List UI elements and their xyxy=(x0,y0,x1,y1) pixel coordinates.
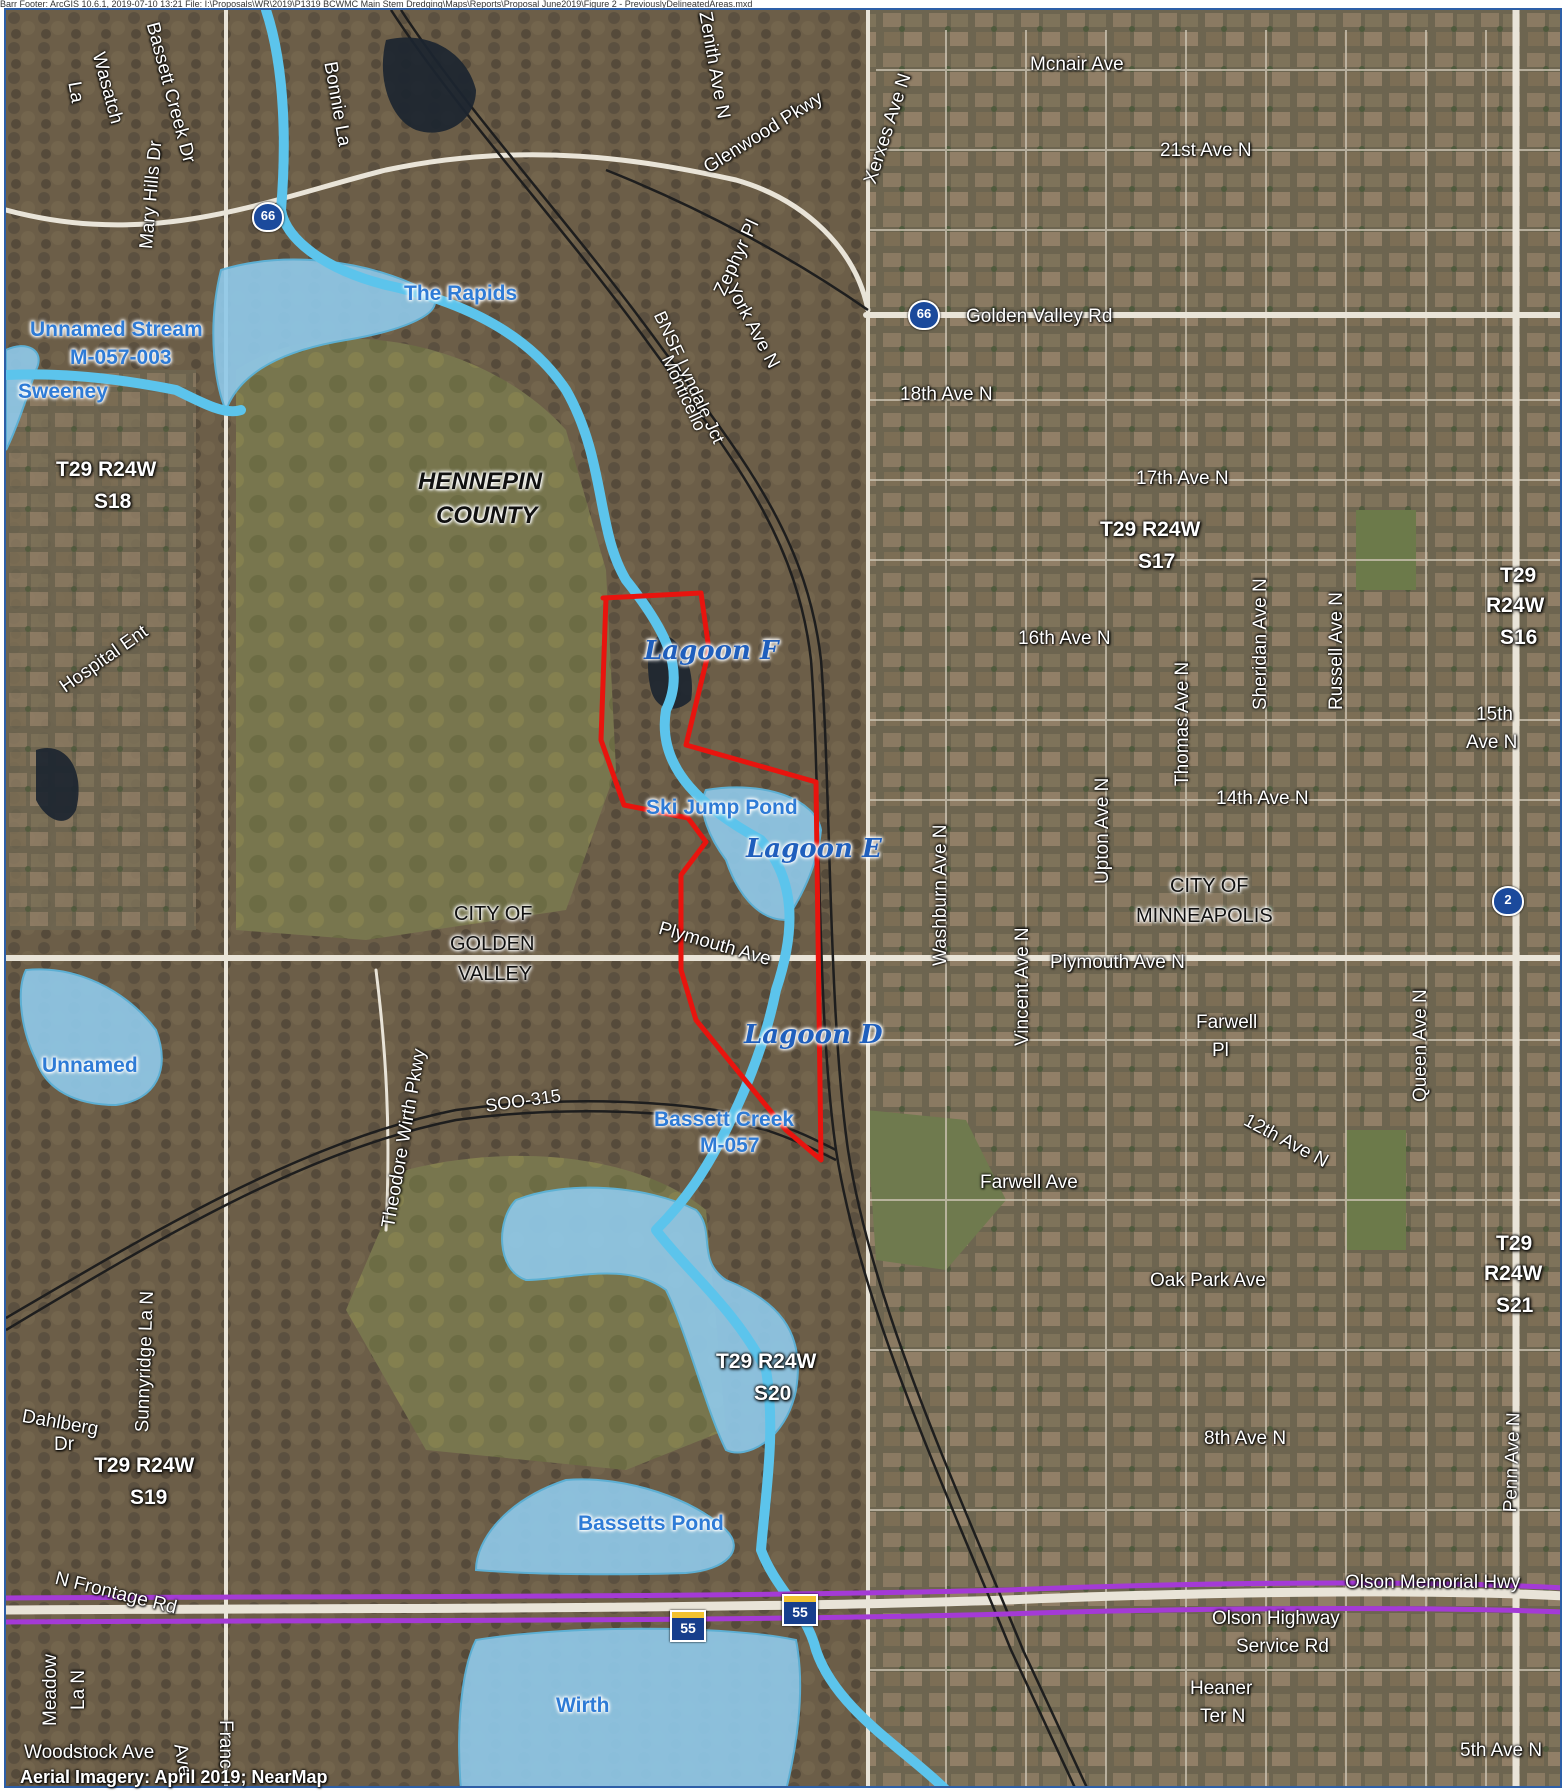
road-label-service-rd: Service Rd xyxy=(1236,1636,1329,1657)
road-label-sheridan-ave-n: Sheridan Ave N xyxy=(1250,578,1271,710)
road-label-franc: Franc xyxy=(215,1720,236,1769)
county-label-line1: HENNEPIN xyxy=(418,468,543,495)
road-label-pl: Pl xyxy=(1212,1040,1229,1061)
plss-label-s19: S19 xyxy=(130,1486,168,1509)
water-label-unnamed: Unnamed xyxy=(42,1054,138,1077)
road-label-18th-ave-n: 18th Ave N xyxy=(900,384,993,405)
road-label-farwell-ave: Farwell Ave xyxy=(980,1172,1078,1193)
road-label-farwell: Farwell xyxy=(1196,1012,1258,1033)
road-label-17th-ave-n: 17th Ave N xyxy=(1136,468,1229,489)
road-label-woodstock-ave: Woodstock Ave xyxy=(24,1742,155,1763)
road-label-15th: 15th xyxy=(1476,704,1513,725)
water-label-sweeney: Sweeney xyxy=(18,380,108,403)
road-label-upton-ave-n: Upton Ave N xyxy=(1092,777,1113,884)
road-label-8th-ave-n: 8th Ave N xyxy=(1204,1428,1287,1449)
plss-label-s20: S20 xyxy=(754,1382,792,1405)
route-66-shield-west: 66 xyxy=(252,202,284,232)
road-label-21st-ave-n: 21st Ave N xyxy=(1160,140,1252,161)
water-label-m-057: M-057 xyxy=(700,1134,760,1157)
water-label-bassett-creek: Bassett Creek xyxy=(654,1108,795,1131)
plss-label-t29-r24w-s17-township: T29 R24W xyxy=(1100,518,1201,541)
water-label-ski-jump-pond: Ski Jump Pond xyxy=(646,796,798,819)
route-66-shield-east: 66 xyxy=(908,300,940,330)
lagoon-label-e: Lagoon E xyxy=(746,834,882,864)
lagoon-label-f: Lagoon F xyxy=(644,636,779,666)
map-canvas xyxy=(6,10,1560,1786)
plss-label-t29-r24w-s18-township: T29 R24W xyxy=(56,458,157,481)
road-label-5th-ave-n: 5th Ave N xyxy=(1460,1740,1543,1761)
plss-label-t29-s21: T29 xyxy=(1496,1232,1533,1255)
road-label-vincent-ave-n: Vincent Ave N xyxy=(1012,927,1033,1046)
highway-55-shield-east: 55 xyxy=(782,1594,818,1626)
route-2-shield: 2 xyxy=(1492,886,1524,916)
plss-label-t29-s16: T29 xyxy=(1500,564,1537,587)
lagoon-label-d: Lagoon D xyxy=(744,1020,883,1050)
plss-label-t29-r24w-s20-township: T29 R24W xyxy=(716,1350,817,1373)
water-label-unnamed-stream: Unnamed Stream xyxy=(30,318,203,341)
map-frame xyxy=(4,8,1562,1788)
minneapolis-label-line1: CITY OF xyxy=(1170,875,1249,897)
road-label-olson-highway: Olson Highway xyxy=(1212,1608,1340,1629)
road-label-russell-ave-n: Russell Ave N xyxy=(1326,592,1347,710)
road-label-heaner: Heaner xyxy=(1190,1678,1253,1699)
road-label-penn-ave-n: Penn Ave N xyxy=(1500,1412,1525,1513)
plss-label-s18: S18 xyxy=(94,490,132,513)
plss-label-s21: S21 xyxy=(1496,1294,1534,1317)
road-label-olson-memorial-hwy: Olson Memorial Hwy xyxy=(1345,1572,1521,1593)
road-label-thomas-ave-n: Thomas Ave N xyxy=(1172,661,1193,786)
road-label-ter-n: Ter N xyxy=(1200,1706,1246,1727)
road-label-la-n: La N xyxy=(68,1669,89,1710)
road-label-golden-valley-rd: Golden Valley Rd xyxy=(966,306,1113,327)
plss-label-r24w-s16: R24W xyxy=(1486,594,1545,617)
imagery-credit: Aerial Imagery: April 2019; NearMap xyxy=(20,1767,328,1787)
road-label-15th-ave-n: Ave N xyxy=(1466,732,1518,753)
county-label-line2: COUNTY xyxy=(436,502,538,529)
plss-label-r24w-s21: R24W xyxy=(1484,1262,1543,1285)
water-label-wirth: Wirth xyxy=(556,1694,610,1717)
plss-label-s16: S16 xyxy=(1500,626,1538,649)
road-label-washburn-ave-n: Washburn Ave N xyxy=(930,824,951,966)
road-label-dr: Dr xyxy=(54,1434,75,1455)
plss-label-t29-r24w-s19-township: T29 R24W xyxy=(94,1454,195,1477)
plss-label-s17: S17 xyxy=(1138,550,1176,573)
golden-valley-label-line3: VALLEY xyxy=(458,963,533,985)
golden-valley-label-line2: GOLDEN xyxy=(450,933,535,955)
road-label-mcnair-ave: Mcnair Ave xyxy=(1030,54,1124,75)
road-label-meadow: Meadow xyxy=(40,1654,61,1726)
water-label-the-rapids: The Rapids xyxy=(404,282,518,305)
minneapolis-label-line2: MINNEAPOLIS xyxy=(1136,905,1273,927)
road-label-16th-ave-n: 16th Ave N xyxy=(1018,628,1111,649)
golden-valley-label-line1: CITY OF xyxy=(454,903,533,925)
road-label-plymouth-ave-n: Plymouth Ave N xyxy=(1050,952,1185,973)
highway-55-shield-west: 55 xyxy=(670,1610,706,1642)
road-label-queen-ave-n: Queen Ave N xyxy=(1410,989,1431,1102)
water-label-bassetts-pond: Bassetts Pond xyxy=(578,1512,724,1535)
road-label-oak-park-ave: Oak Park Ave xyxy=(1150,1270,1266,1291)
water-label-m-057-003: M-057-003 xyxy=(70,346,172,369)
road-label-la: La xyxy=(63,80,88,105)
road-label-14th-ave-n: 14th Ave N xyxy=(1216,788,1309,809)
file-path-footer: Barr Footer: ArcGIS 10.6.1, 2019-07-10 1… xyxy=(0,0,1568,8)
